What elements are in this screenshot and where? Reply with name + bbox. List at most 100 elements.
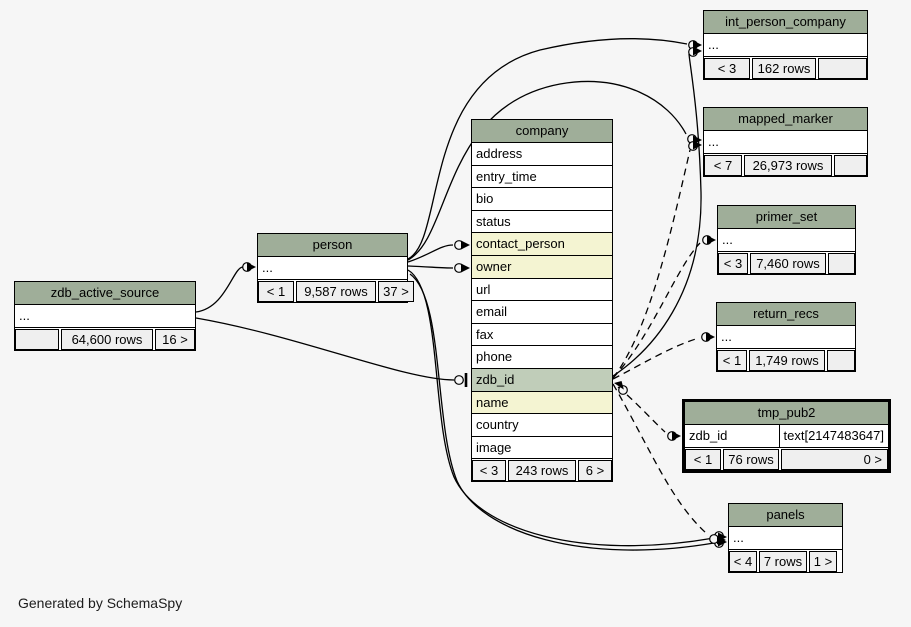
relationship-company.zdb_id-to-return_recs	[612, 337, 700, 380]
column-label: ...	[721, 329, 732, 344]
arrowhead-icon	[706, 332, 715, 342]
columns-ellipsis: ...	[704, 34, 867, 57]
column-owner: owner	[472, 255, 612, 279]
column-fax: fax	[472, 324, 612, 347]
table-person-title[interactable]: person	[258, 234, 407, 257]
arrowhead-icon	[693, 40, 702, 50]
footer-degree-in: < 1	[685, 449, 721, 470]
column-address: address	[472, 143, 612, 166]
column-label: ...	[19, 308, 30, 323]
column-phone: phone	[472, 346, 612, 369]
column-label: zdb_id	[689, 428, 728, 443]
footer-row-count: 1,749 rows	[749, 350, 825, 371]
column-label: url	[476, 281, 491, 297]
columns-ellipsis: ...	[704, 131, 867, 154]
footer-row-count: 7,460 rows	[750, 253, 826, 274]
table-tmp_pub2-title[interactable]: tmp_pub2	[685, 402, 888, 425]
footer-degree-out	[828, 253, 855, 274]
table-return_recs-title[interactable]: return_recs	[717, 303, 855, 326]
table-primer_set-title[interactable]: primer_set	[718, 206, 855, 229]
footer-row-count: 76 rows	[723, 449, 779, 470]
arrowhead-icon	[461, 263, 470, 273]
column-label: entry_time	[476, 168, 537, 184]
footer-degree-out: 16 >	[155, 329, 195, 350]
arrowhead-icon	[693, 140, 702, 150]
generator-caption: Generated by SchemaSpy	[18, 595, 183, 611]
column-label: fax	[476, 326, 494, 342]
footer-degree-in: < 1	[258, 281, 294, 302]
footer-row-count: 162 rows	[752, 58, 816, 79]
relationship-company.zdb_id-to-mapped_marker	[612, 149, 691, 379]
arrowhead-icon	[614, 380, 624, 390]
column-label: country	[476, 417, 519, 433]
column-label: owner	[476, 258, 512, 274]
columns-ellipsis: ...	[258, 257, 407, 280]
arrowhead-icon	[717, 535, 726, 545]
arrowhead-icon	[461, 240, 470, 250]
relationship-person-to-company.contact_person	[407, 244, 454, 263]
column-label: ...	[708, 134, 719, 149]
column-label: ...	[262, 260, 273, 275]
column-url: url	[472, 279, 612, 302]
arrowhead-icon	[707, 235, 716, 245]
footer-degree-out: 6 >	[578, 460, 612, 482]
footer-degree-out: 1 >	[809, 551, 837, 572]
footer-row-count: 64,600 rows	[61, 329, 153, 350]
table-zdb_active_source-title[interactable]: zdb_active_source	[15, 282, 195, 305]
table-company-title[interactable]: company	[472, 120, 612, 143]
footer-degree-in: < 3	[704, 58, 750, 79]
relationship-company.zdb_id-to-panels	[612, 383, 707, 534]
column-image: image	[472, 437, 612, 460]
relationship-person-to-mapped_marker	[407, 80, 687, 261]
column-label: phone	[476, 349, 513, 365]
relationship-company.zdb_id-to-int_person_company	[612, 53, 702, 377]
column-label: ...	[708, 37, 719, 52]
relationship-person-to-panels	[407, 269, 715, 547]
columns-ellipsis: ...	[15, 305, 195, 328]
arrowhead-icon	[672, 431, 681, 441]
column-zdb_id: zdb_id	[472, 368, 612, 392]
relationship-company-to-panels	[409, 273, 715, 551]
columns-ellipsis: ...	[729, 527, 842, 550]
column-name: name	[472, 391, 612, 415]
column-label: email	[476, 304, 508, 320]
footer-degree-in: < 1	[717, 350, 747, 371]
table-panels-title[interactable]: panels	[729, 504, 842, 527]
column-label: bio	[476, 191, 494, 207]
footer-degree-in	[15, 329, 59, 350]
column-contact_person: contact_person	[472, 233, 612, 256]
relationship-person-to-company.owner	[407, 265, 454, 269]
relationship-zdb_active_source-to-company.zdb_id	[195, 317, 455, 381]
table-mapped_marker-title[interactable]: mapped_marker	[704, 108, 867, 131]
relationship-company.zdb_id-to-primer_set	[612, 242, 701, 379]
footer-degree-out: 37 >	[378, 281, 414, 302]
column-label: ...	[733, 530, 744, 545]
relationship-zdb_active_source-to-person	[195, 266, 244, 313]
column-bio: bio	[472, 188, 612, 211]
column-email: email	[472, 301, 612, 324]
cardinality-circle	[618, 385, 628, 395]
footer-degree-out	[827, 350, 855, 371]
table-int_person_company-title[interactable]: int_person_company	[704, 11, 867, 34]
footer-row-count: 7 rows	[759, 551, 807, 572]
